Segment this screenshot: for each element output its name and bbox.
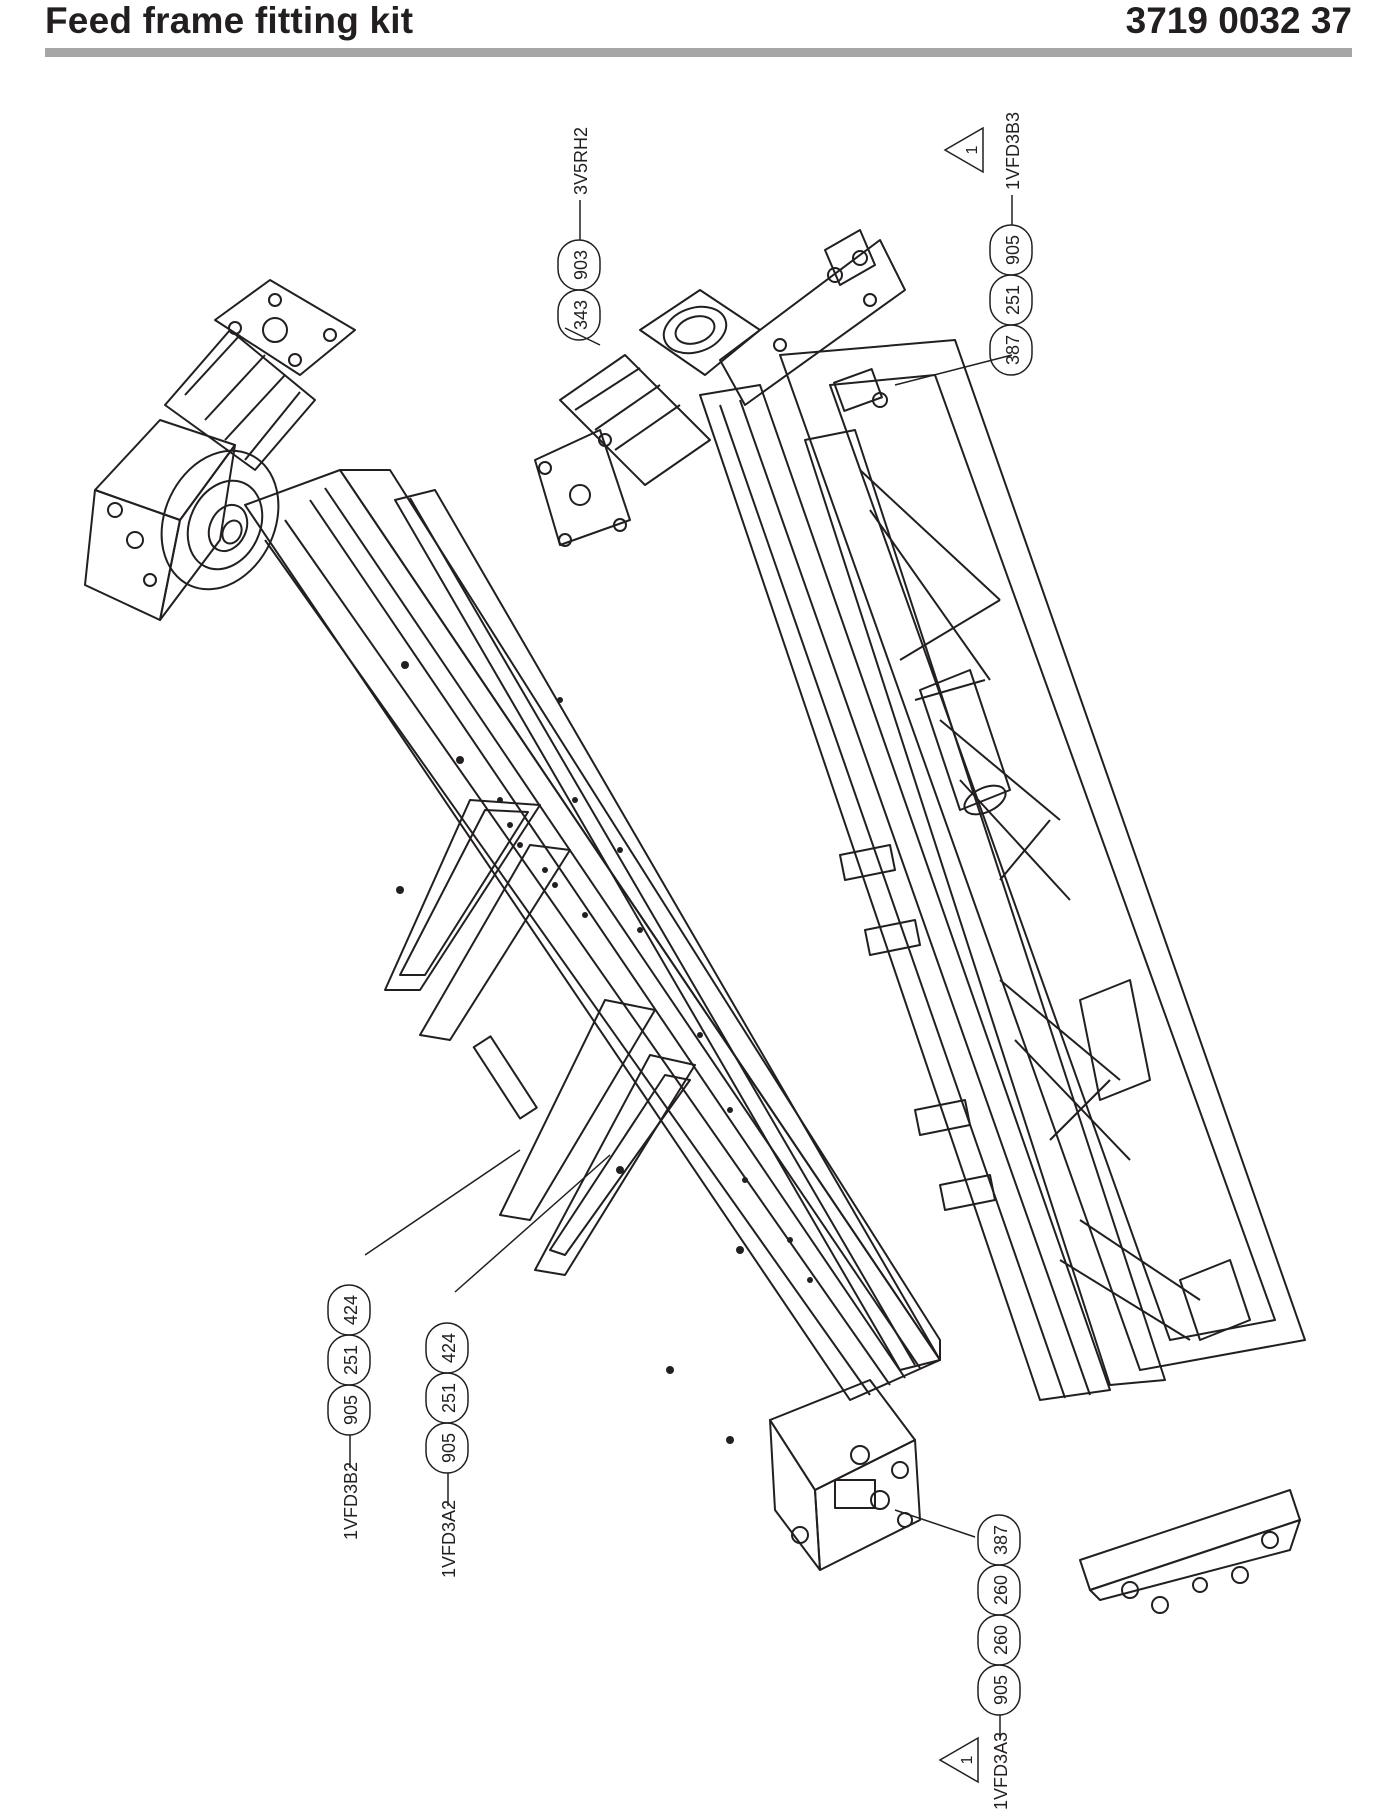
callout-1vfd3a2: 1VFD3A2 905 251 424	[425, 1322, 469, 1578]
balloon-label: 343	[571, 300, 591, 330]
callout-code: 1VFD3B2	[341, 1462, 361, 1540]
callout-1vfd3b2: 1VFD3B2 905 251 424	[327, 1284, 371, 1540]
right-frame-assembly	[534, 229, 1306, 1614]
balloon-label: 905	[1003, 235, 1023, 265]
balloon-label: 905	[439, 1433, 459, 1463]
callout-1vfd3b3: 387 251 905 1VFD3B3	[989, 112, 1033, 376]
callout-code: 1VFD3A3	[991, 1732, 1011, 1810]
callout-code: 1VFD3B3	[1003, 112, 1023, 190]
balloon-label: 903	[571, 250, 591, 280]
balloon-label: 251	[1003, 285, 1023, 315]
leader-lines	[364, 327, 1013, 1538]
revision-flag-top: 1	[943, 126, 984, 174]
triangle-icon	[943, 126, 984, 174]
balloon-label: 387	[1003, 335, 1023, 365]
callout-1vfd3a3: 1VFD3A3 905 260 260 387	[977, 1514, 1021, 1810]
balloon-label: 251	[439, 1383, 459, 1413]
balloon-label: 905	[341, 1395, 361, 1425]
balloon-label: 424	[439, 1333, 459, 1363]
balloon-label: 251	[341, 1345, 361, 1375]
flag-label: 1	[964, 145, 981, 154]
balloon-label: 387	[991, 1525, 1011, 1555]
triangle-icon	[938, 1736, 979, 1784]
revision-flag-bottom: 1	[938, 1736, 979, 1784]
balloon-label: 260	[991, 1625, 1011, 1655]
callout-code: 1VFD3A2	[439, 1500, 459, 1578]
left-feed-beam-assembly	[84, 279, 941, 1571]
header-divider	[45, 48, 1352, 57]
flag-label: 1	[959, 1755, 976, 1764]
callout-3v5rh2: 343 903 3V5RH2	[557, 127, 601, 341]
part-number: 3719 0032 37	[1125, 0, 1352, 41]
balloon-label: 905	[991, 1675, 1011, 1705]
balloon-ring	[557, 239, 601, 291]
callout-code: 3V5RH2	[571, 127, 591, 195]
balloon-label: 424	[341, 1295, 361, 1325]
document-title: Feed frame fitting kit	[45, 0, 414, 41]
balloon-label: 260	[991, 1575, 1011, 1605]
